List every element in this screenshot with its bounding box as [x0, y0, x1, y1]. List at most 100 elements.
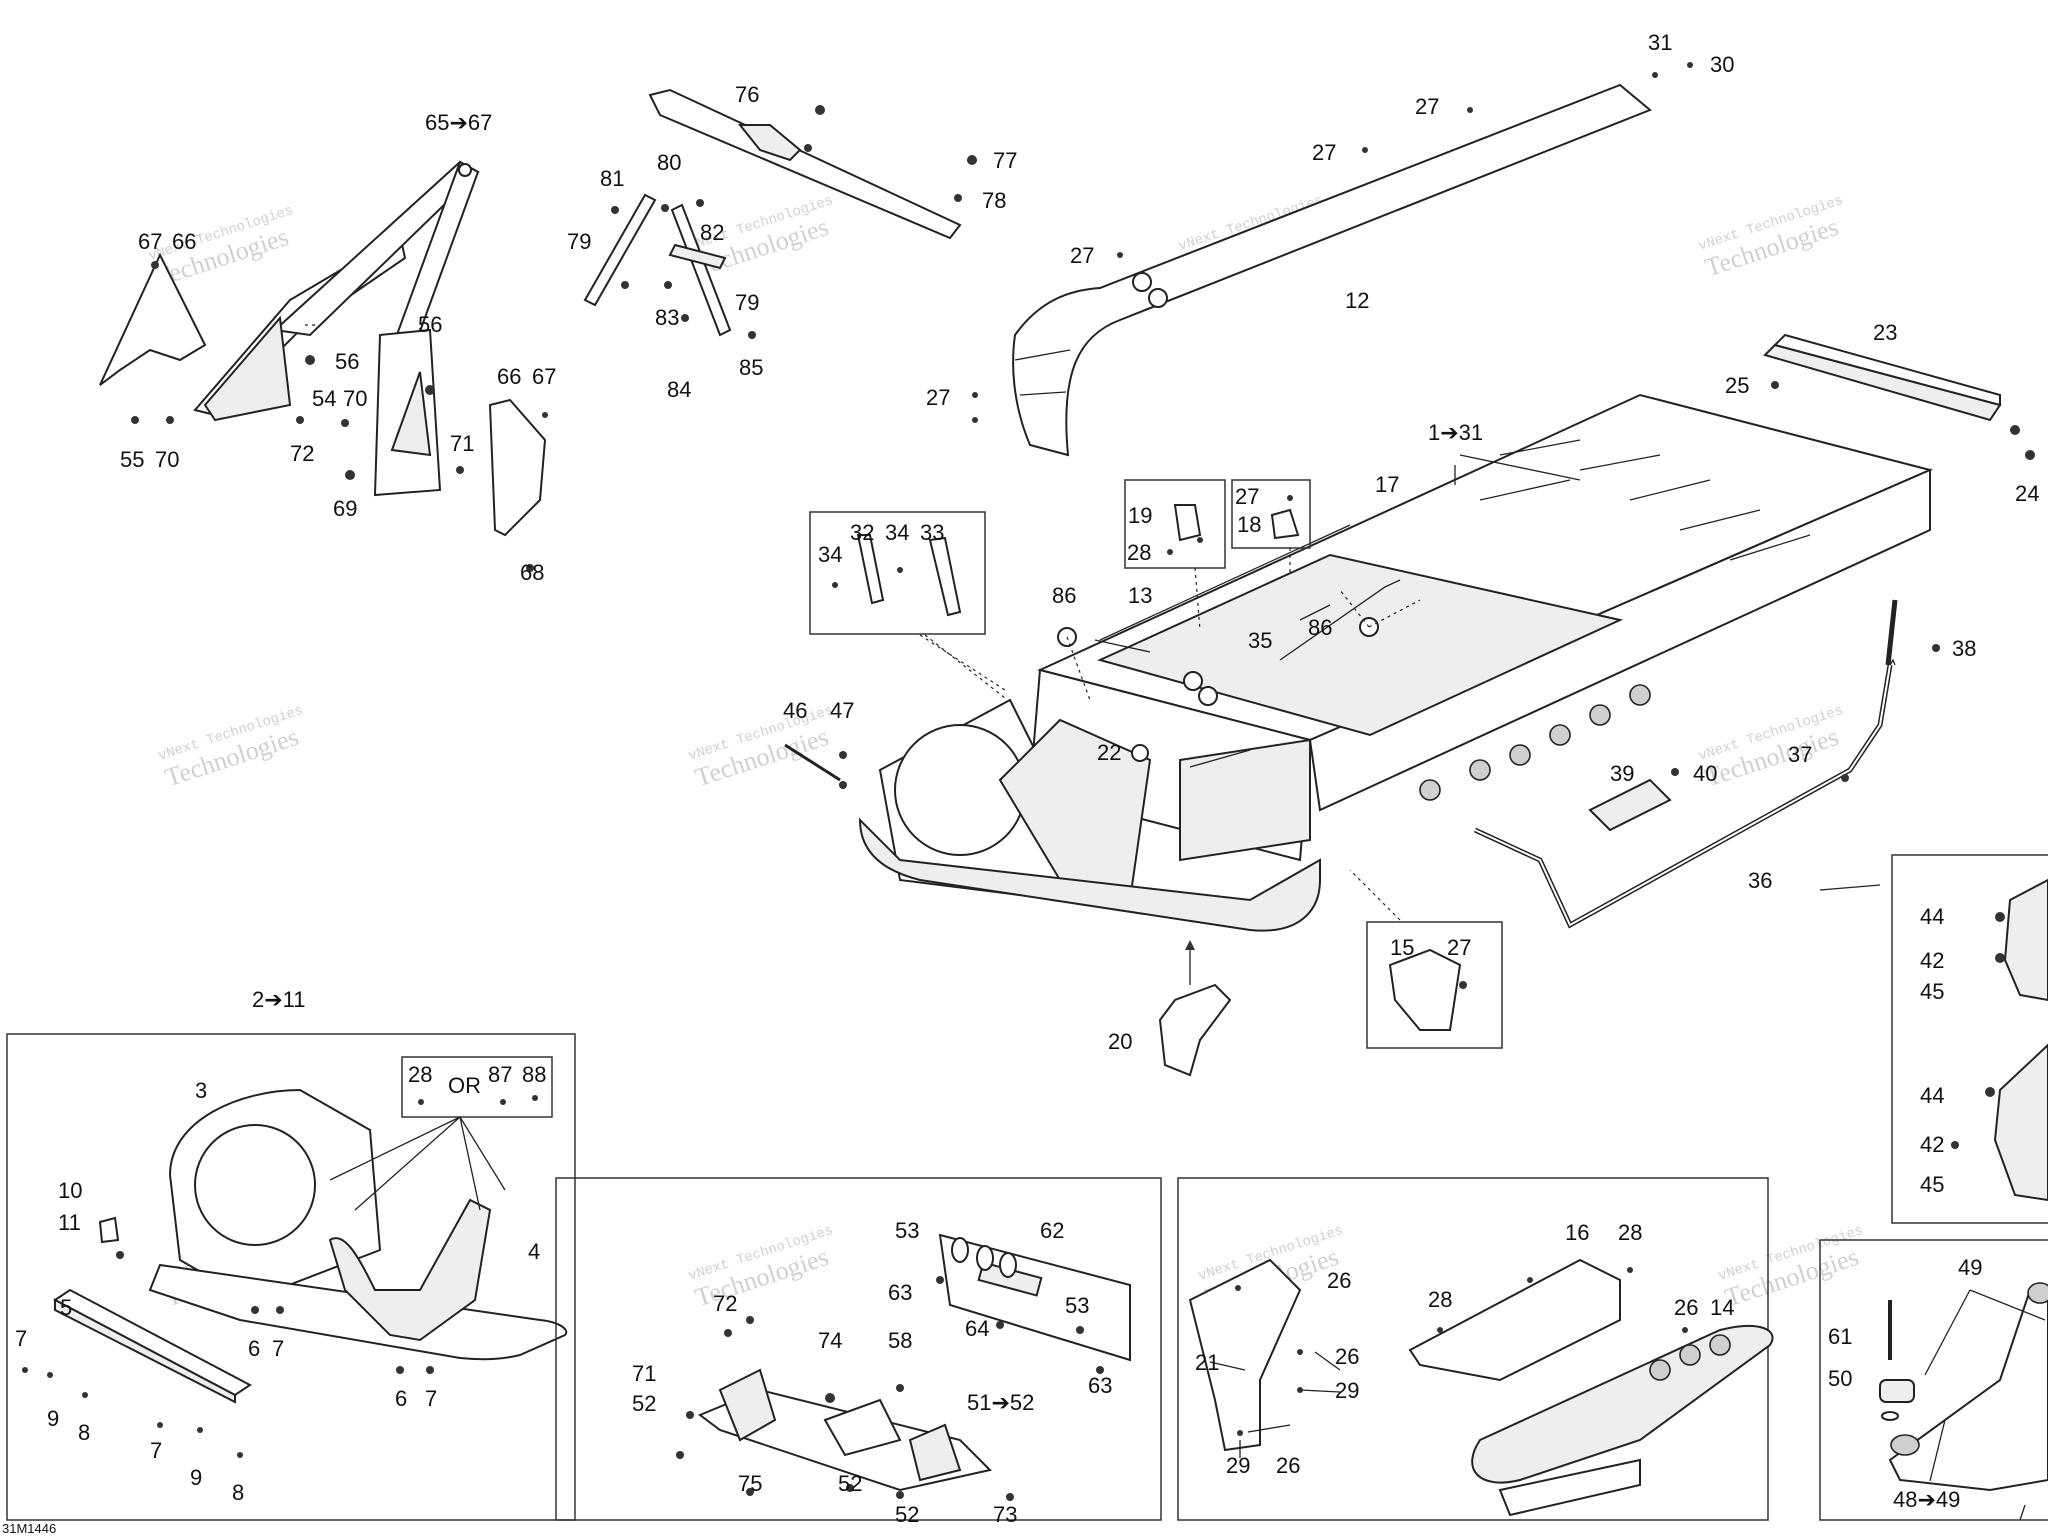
- callout-26: 26: [1327, 1268, 1351, 1293]
- nut-icon: [839, 751, 847, 759]
- callout-46: 46: [783, 698, 807, 723]
- washer-icon: [166, 416, 174, 424]
- bolt-icon: [681, 314, 689, 322]
- clip-19: [1173, 504, 1202, 542]
- frame-4: [328, 1198, 492, 1342]
- callout-63: 63: [888, 1280, 912, 1305]
- callout-56: 56: [335, 349, 359, 374]
- callout-28: 28: [408, 1062, 432, 1087]
- callout-79: 79: [735, 290, 759, 315]
- rivet-icon: [1235, 1285, 1241, 1291]
- callout-66: 66: [497, 364, 521, 389]
- callout-75: 75: [738, 1471, 762, 1496]
- callout-27: 27: [1447, 935, 1471, 960]
- mount-boss: [2027, 1282, 2048, 1304]
- bolt-icon: [936, 1276, 944, 1284]
- callout-71: 71: [632, 1361, 656, 1386]
- callout-83: 83: [655, 305, 679, 330]
- callout-45: 45: [1920, 1172, 1944, 1197]
- arrow-icon: [1185, 940, 1195, 950]
- callout-38: 38: [1952, 636, 1976, 661]
- callout-56: 56: [418, 312, 442, 337]
- bolt-icon: [237, 1452, 243, 1458]
- callout-16: 16: [1565, 1220, 1589, 1245]
- nut-icon: [825, 1393, 835, 1403]
- frame-gusset-left: [203, 315, 292, 422]
- callout-52: 52: [838, 1471, 862, 1496]
- nut-icon: [967, 155, 977, 165]
- callout-labels: 65➔67 76 31 30 27 27 27 27 81 80 77 78 6…: [2, 30, 2039, 1536]
- bolt-icon: [832, 582, 838, 588]
- suspension-mount: [1549, 724, 1571, 746]
- detail-box-17-18: [1231, 479, 1311, 575]
- nut-icon: [1459, 981, 1467, 989]
- bolt-icon: [661, 204, 669, 212]
- bracket-42-upper: [2003, 878, 2048, 1002]
- nut-icon: [1995, 912, 2005, 922]
- callout-87: 87: [488, 1062, 512, 1087]
- skid-14-hole: [1649, 1359, 1671, 1381]
- panel-62-hole: [951, 1237, 969, 1263]
- callout-54: 54: [312, 386, 336, 411]
- nut-icon: [1771, 381, 1779, 389]
- nut-icon: [426, 1366, 434, 1374]
- skid-14-lip: [1498, 1458, 1641, 1517]
- suspension-mount: [1629, 684, 1651, 706]
- callout-30: 30: [1710, 52, 1734, 77]
- bolt-icon: [157, 1422, 163, 1428]
- callout-76: 76: [735, 82, 759, 107]
- brace-right: [670, 203, 732, 337]
- bolt-icon: [1841, 774, 1849, 782]
- callout-4: 4: [528, 1239, 540, 1264]
- callout-84: 84: [667, 377, 691, 402]
- screw-icon: [1197, 537, 1203, 543]
- support-rod: [784, 743, 841, 782]
- callout-63: 63: [1088, 1373, 1112, 1398]
- callout-10: 10: [58, 1178, 82, 1203]
- bracket-42-lower: [1993, 1043, 2048, 1202]
- callout-12: 12: [1345, 288, 1369, 313]
- bolt-icon: [996, 1321, 1004, 1329]
- bolt-icon: [500, 1099, 506, 1105]
- figure-code: 31M1446: [2, 1521, 56, 1536]
- rivet-icon: [1362, 147, 1368, 153]
- callout-80: 80: [657, 150, 681, 175]
- callout-71: 71: [450, 431, 474, 456]
- callout-81: 81: [600, 166, 624, 191]
- callout-27: 27: [1415, 94, 1439, 119]
- callout-34: 34: [818, 542, 842, 567]
- callout-23: 23: [1873, 320, 1897, 345]
- callout-5: 5: [60, 1295, 72, 1320]
- nut-icon: [1985, 1087, 1995, 1097]
- bolt-icon: [305, 355, 315, 365]
- callout-7: 7: [425, 1386, 437, 1411]
- nut-icon: [815, 105, 825, 115]
- bracket-32: [856, 534, 885, 605]
- callout-40: 40: [1693, 761, 1717, 786]
- callout-26: 26: [1276, 1453, 1300, 1478]
- callout-28: 28: [1428, 1287, 1452, 1312]
- bolt-icon: [1671, 768, 1679, 776]
- bracket-21: [1188, 1258, 1302, 1452]
- nut-icon: [276, 1306, 284, 1314]
- hardware-46-47: [784, 743, 847, 789]
- nut-icon: [839, 781, 847, 789]
- bolt-icon: [611, 206, 619, 214]
- callout-27: 27: [1070, 243, 1094, 268]
- callout-44: 44: [1920, 904, 1944, 929]
- clip-10: [98, 1216, 120, 1244]
- callout-9: 9: [47, 1406, 59, 1431]
- rivet-icon: [1652, 72, 1658, 78]
- bolt-icon: [526, 564, 534, 572]
- callout-29: 29: [1335, 1378, 1359, 1403]
- detail-box-48-61: [1819, 1239, 2048, 1521]
- bolt-icon: [532, 1095, 538, 1101]
- skid-14-hole: [1709, 1334, 1731, 1356]
- callout-48-49: 48➔49: [1893, 1487, 1960, 1512]
- bolt-icon: [131, 416, 139, 424]
- callout-7: 7: [150, 1438, 162, 1463]
- callout-19: 19: [1128, 503, 1152, 528]
- callout-52: 52: [632, 1391, 656, 1416]
- callout-11: 11: [58, 1210, 81, 1235]
